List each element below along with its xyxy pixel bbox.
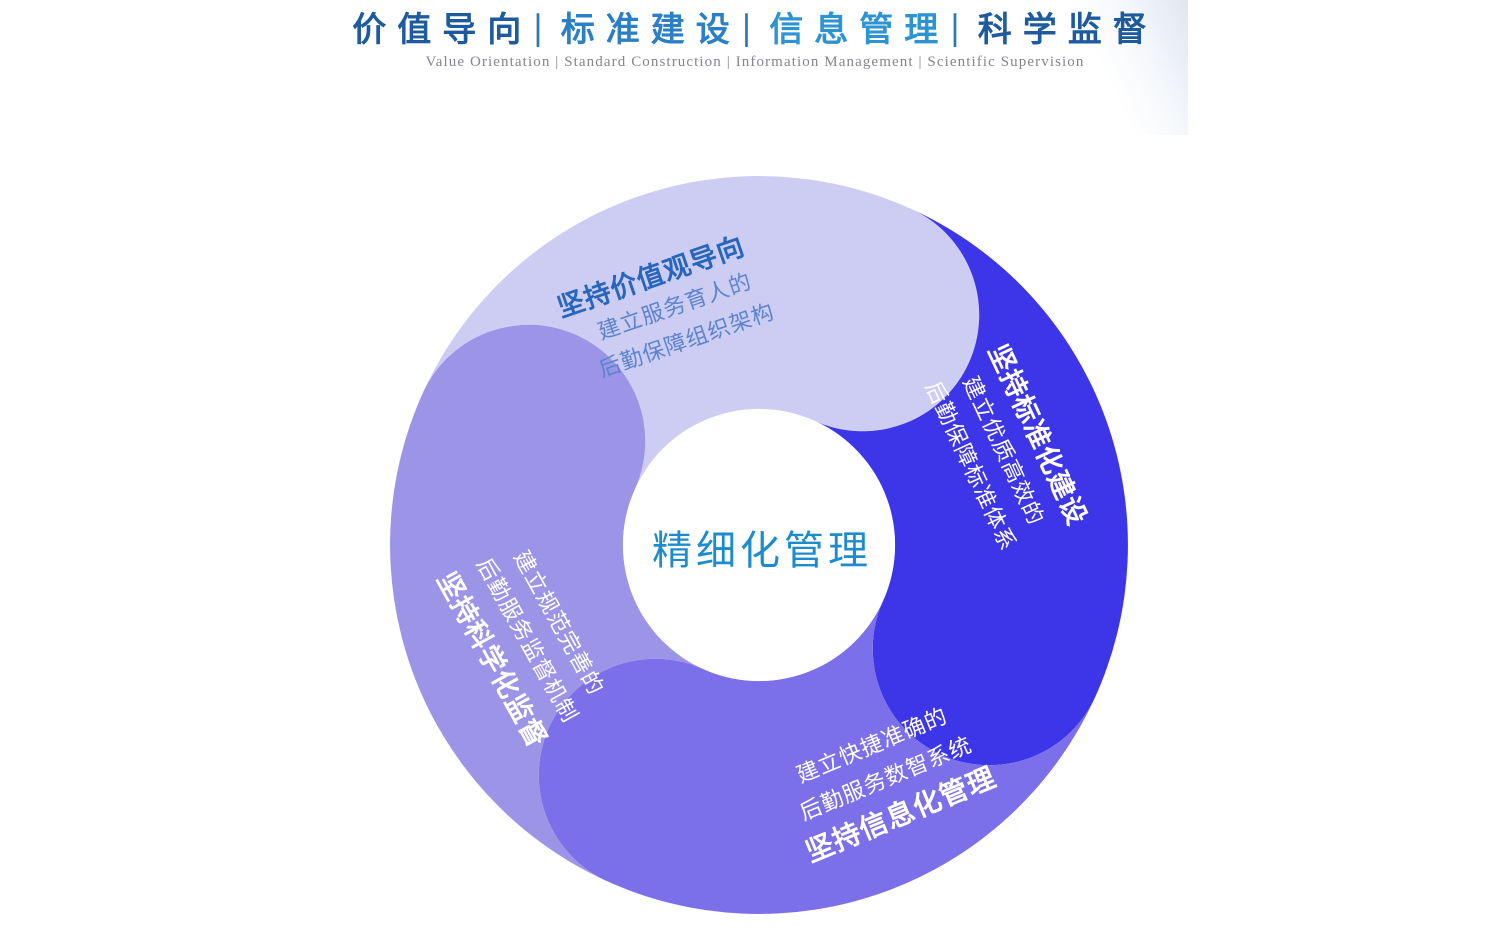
title-separator: |: [532, 8, 555, 48]
header: 价值导向|标准建设|信息管理|科学监督 Value Orientation | …: [0, 8, 1510, 71]
title-part-information-management: 信息管理: [769, 10, 950, 50]
segment-supervision-shape: [390, 324, 702, 880]
center-label: 精细化管理: [652, 528, 872, 574]
title-separator: |: [740, 8, 764, 48]
segment-standards-shape: [816, 210, 1128, 766]
title-part-scientific-supervision: 科学监督: [977, 10, 1158, 50]
title-separator: |: [949, 8, 972, 48]
segment-information-shape: [538, 602, 1094, 914]
page-title: 价值导向|标准建设|信息管理|科学监督: [0, 8, 1510, 52]
center-circle: [623, 409, 895, 681]
title-part-value-orientation: 价值导向: [352, 10, 533, 50]
segment-values-shape: [424, 176, 980, 488]
cycle-diagram: [390, 176, 1128, 914]
title-part-standard-construction: 标准建设: [560, 10, 741, 50]
page-subtitle: Value Orientation | Standard Constructio…: [425, 54, 1085, 70]
